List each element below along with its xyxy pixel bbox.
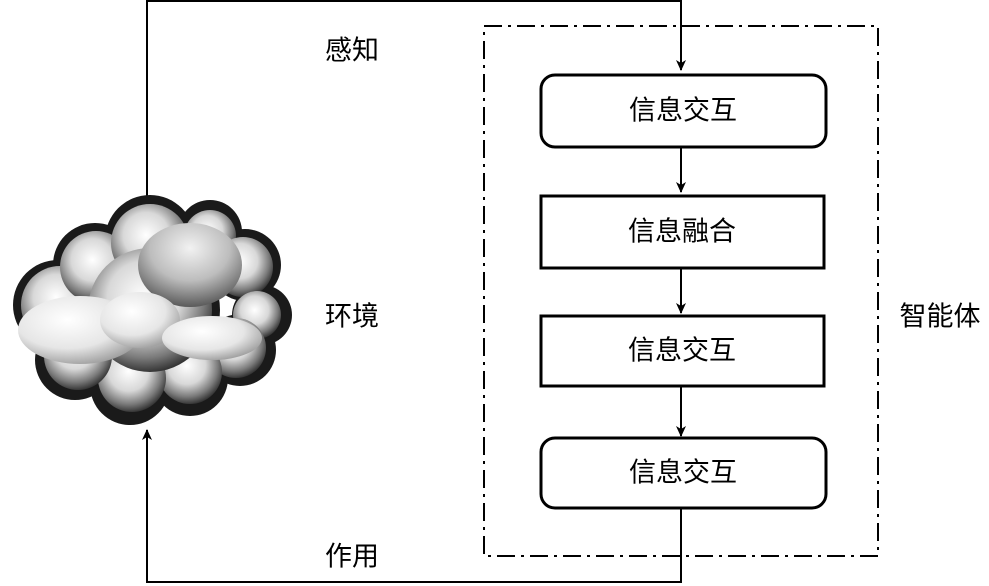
environment-label: 环境 bbox=[325, 302, 379, 333]
action-connector bbox=[142, 429, 682, 583]
process-box-2-label: 信息融合 bbox=[628, 217, 736, 248]
action-label: 作用 bbox=[325, 542, 379, 573]
cloud-icon bbox=[13, 195, 292, 425]
perception-connector bbox=[146, 0, 686, 205]
process-box-2: 信息融合 bbox=[539, 194, 826, 270]
perception-label: 感知 bbox=[325, 36, 379, 67]
process-box-1-label: 信息交互 bbox=[629, 96, 737, 127]
process-box-3: 信息交互 bbox=[539, 314, 826, 388]
process-box-4-label: 信息交互 bbox=[629, 458, 737, 489]
process-box-1: 信息交互 bbox=[539, 73, 828, 149]
agent-label: 智能体 bbox=[900, 302, 981, 333]
process-box-4: 信息交互 bbox=[539, 436, 828, 510]
process-box-3-label: 信息交互 bbox=[628, 336, 736, 367]
